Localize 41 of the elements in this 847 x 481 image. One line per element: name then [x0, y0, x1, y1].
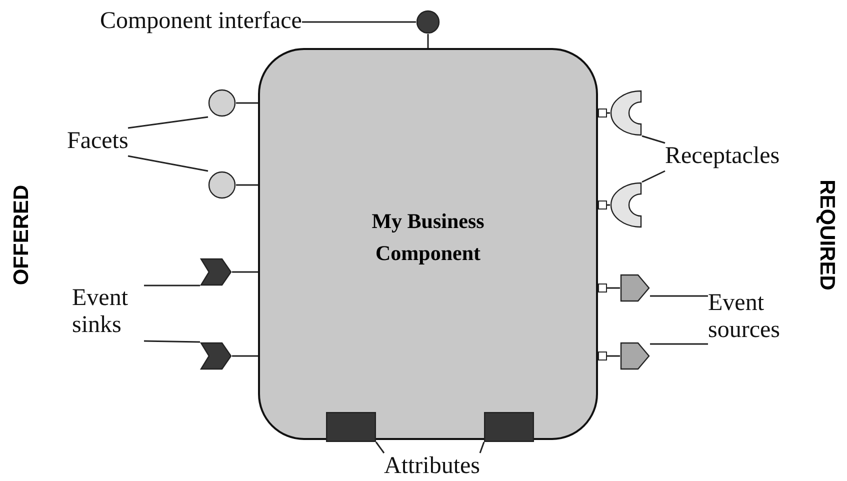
- side-label: OFFERED: [10, 184, 34, 286]
- port-connector: [598, 283, 620, 293]
- port-connector: [598, 351, 620, 361]
- event-source-icon: [620, 274, 650, 302]
- port-connector: [598, 108, 610, 118]
- port-label: Attributes: [384, 453, 480, 481]
- event-sink-icon: [200, 258, 232, 286]
- port-label: Receptacles: [665, 143, 780, 171]
- port-label: Component interface: [100, 8, 302, 36]
- event-sink-icon: [200, 342, 232, 370]
- port-label: Facets: [67, 128, 128, 156]
- receptacle-icon: [610, 182, 642, 228]
- port-connector: [236, 184, 258, 186]
- receptacle-icon: [610, 90, 642, 136]
- port-connector: [236, 102, 258, 104]
- port-connector: [598, 200, 610, 210]
- component-name: My Business Component: [370, 208, 486, 267]
- component-box: [258, 48, 598, 440]
- leader-line: [302, 21, 416, 23]
- port-connector: [232, 271, 258, 273]
- leader-line: [128, 116, 208, 129]
- leader-line: [650, 295, 708, 297]
- leader-line: [642, 170, 666, 183]
- attribute-bar: [484, 412, 534, 442]
- port-connector: [427, 34, 429, 48]
- facet-circle: [208, 171, 236, 199]
- leader-line: [144, 340, 200, 343]
- port-connector: [232, 355, 258, 357]
- event-source-icon: [620, 342, 650, 370]
- side-label: REQUIRED: [814, 180, 838, 290]
- leader-line: [375, 442, 385, 454]
- port-label: Event sinks: [72, 285, 144, 341]
- attribute-bar: [326, 412, 376, 442]
- interface-circle: [416, 10, 440, 34]
- facet-circle: [208, 89, 236, 117]
- leader-line: [479, 442, 485, 454]
- port-label: Event sources: [708, 290, 808, 346]
- leader-line: [642, 135, 666, 144]
- leader-line: [128, 155, 208, 172]
- leader-line: [144, 284, 200, 286]
- leader-line: [650, 343, 708, 345]
